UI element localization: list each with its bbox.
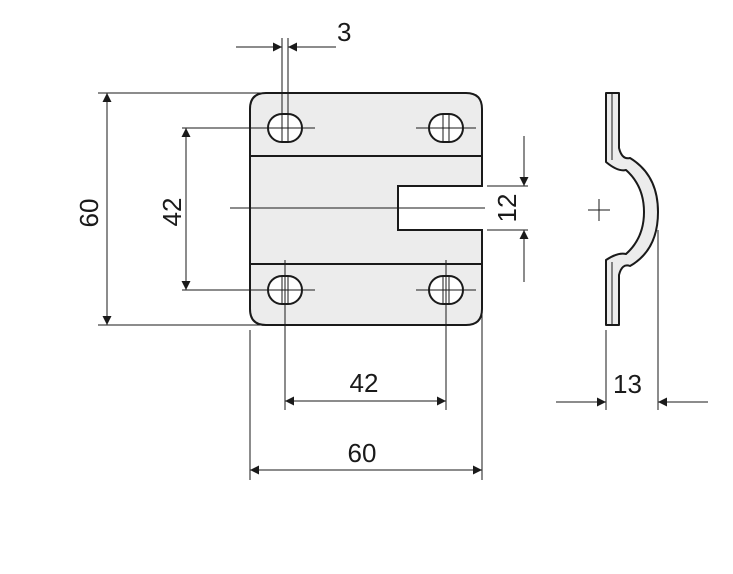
dimension-label-slot-height: 12: [492, 194, 522, 223]
dimension-hole-spacing-vertical: 42: [157, 128, 191, 290]
dimension-slot-width: 3: [236, 17, 351, 117]
dimension-plate-height: 60: [74, 92, 262, 326]
dimension-label-slot-width: 3: [337, 17, 351, 47]
plate-outline: [249, 92, 483, 326]
dimension-slot-height: 12: [487, 136, 529, 282]
dimension-label-hole-spacing-horizontal: 42: [350, 368, 379, 398]
dimension-hole-spacing-horizontal: 42: [285, 368, 446, 406]
dimension-label-plate-width: 60: [348, 438, 377, 468]
dimension-label-hole-spacing-vertical: 42: [157, 198, 187, 227]
dimension-label-profile-depth: 13: [613, 369, 642, 399]
dimension-label-plate-height: 60: [74, 199, 104, 228]
side-view: [588, 92, 659, 326]
dimension-profile-depth: 13: [556, 230, 708, 410]
front-view: [182, 92, 485, 410]
side-profile: [605, 92, 659, 326]
dimension-plate-width: 60: [249, 240, 483, 480]
